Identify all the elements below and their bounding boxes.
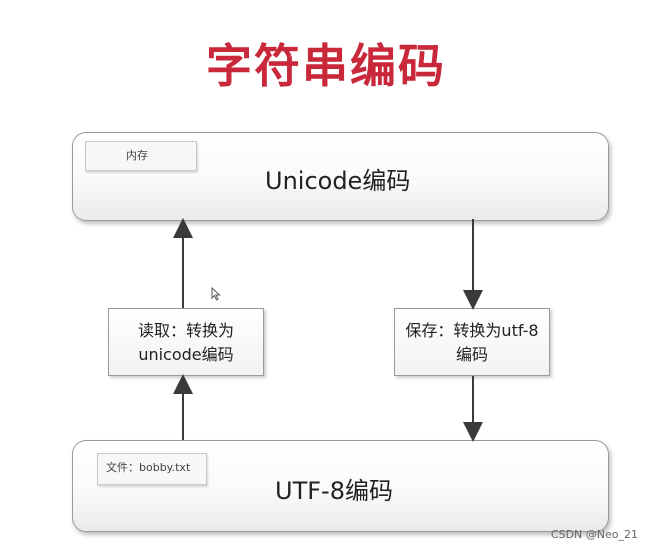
save-line-2: 编码 (455, 345, 488, 364)
mouse-cursor-icon (211, 287, 221, 301)
diagram-title: 字符串编码 (206, 39, 446, 93)
save-line-1: 保存：转换为utf-8 (405, 321, 539, 340)
memory-label: Unicode编码 (265, 167, 411, 195)
save-convert-box: 保存：转换为utf-8 编码 (394, 308, 550, 376)
watermark: CSDN @Neo_21 (550, 528, 638, 541)
memory-panel: 内存 Unicode编码 (72, 132, 609, 221)
read-convert-box: 读取：转换为 unicode编码 (108, 308, 264, 376)
file-panel: 文件：bobby.txt UTF-8编码 (72, 440, 609, 532)
memory-tag: 内存 (85, 141, 197, 171)
read-line-1: 读取：转换为 (137, 321, 234, 340)
read-line-2: unicode编码 (138, 345, 234, 364)
file-tag: 文件：bobby.txt (97, 453, 207, 485)
file-label: UTF-8编码 (275, 477, 393, 505)
